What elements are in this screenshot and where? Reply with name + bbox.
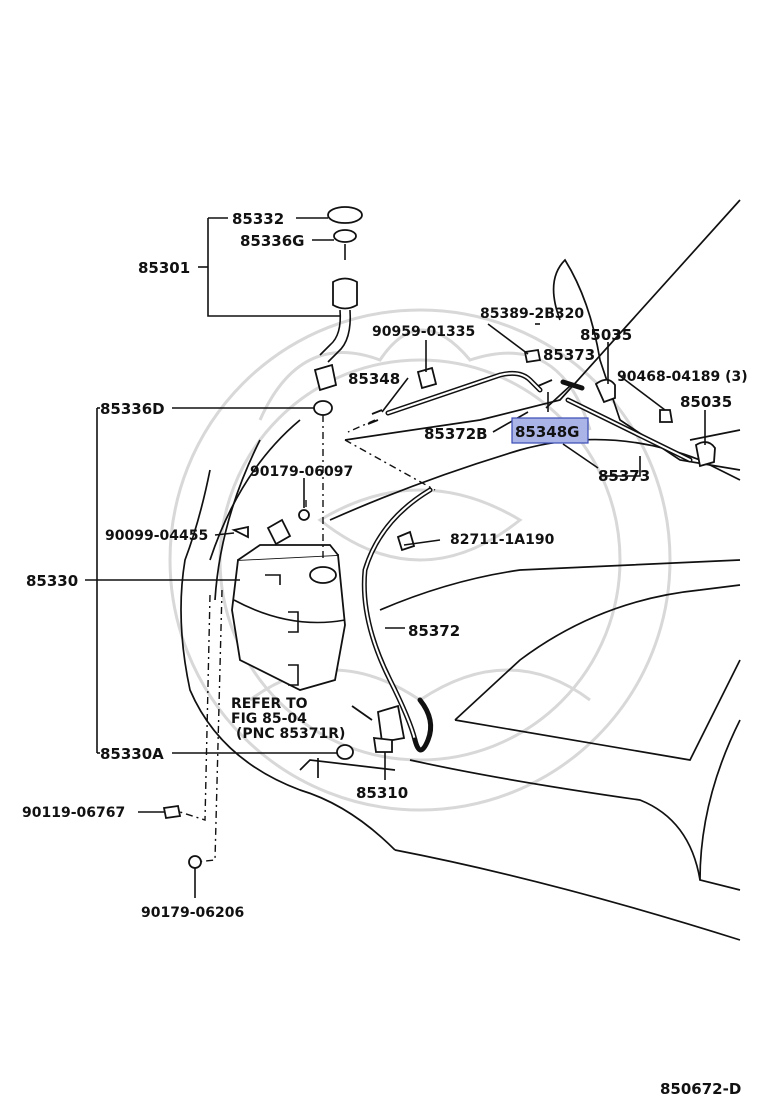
label-85330[interactable]: 85330	[26, 572, 78, 590]
routing-dashes	[179, 415, 436, 863]
label-82711-1A190[interactable]: 82711-1A190	[450, 532, 555, 548]
car-body-outline	[180, 199, 741, 941]
ref-text-line1: REFER TO	[231, 696, 308, 712]
label-85336D[interactable]: 85336D	[100, 400, 165, 418]
small-parts	[162, 348, 716, 869]
label-85389-2B320[interactable]: 85389-2B320	[480, 306, 584, 322]
label-85373-lower[interactable]: 85373	[598, 467, 650, 485]
label-85372B[interactable]: 85372B	[424, 425, 488, 443]
label-85373-upper[interactable]: 85373	[543, 346, 595, 364]
watermark-emblem	[168, 308, 672, 812]
hoses	[361, 370, 693, 753]
filler-neck	[313, 206, 363, 392]
label-90179-06097[interactable]: 90179-06097	[250, 464, 353, 480]
label-85348G[interactable]: 85348G	[515, 423, 580, 441]
label-85035-lower[interactable]: 85035	[680, 393, 732, 411]
label-85310[interactable]: 85310	[356, 784, 408, 802]
label-90179-06206[interactable]: 90179-06206	[141, 905, 244, 921]
group-bracket-85301	[198, 217, 340, 317]
highlight-box-85348G	[511, 417, 589, 444]
washer-tank	[231, 544, 346, 691]
label-90468-04189[interactable]: 90468-04189 (3)	[617, 369, 748, 385]
label-90959-01335[interactable]: 90959-01335	[372, 324, 475, 340]
diagram-id: 850672-D	[660, 1080, 741, 1098]
label-85301[interactable]: 85301	[138, 259, 190, 277]
label-85035-upper[interactable]: 85035	[580, 326, 632, 344]
label-85332[interactable]: 85332	[232, 210, 284, 228]
label-85372[interactable]: 85372	[408, 622, 460, 640]
ref-text-line2: FIG 85-04	[231, 711, 307, 727]
ref-text-line3: (PNC 85371R)	[236, 726, 345, 742]
group-bracket-85330	[85, 400, 354, 760]
label-90119-06767[interactable]: 90119-06767	[22, 805, 125, 821]
label-85336G[interactable]: 85336G	[240, 232, 305, 250]
label-85348[interactable]: 85348	[348, 370, 400, 388]
leader-lines	[138, 323, 706, 898]
label-90099-04455[interactable]: 90099-04455	[105, 528, 208, 544]
label-85330A[interactable]: 85330A	[100, 745, 164, 763]
part-labels: 85332 85336G 85301 85389-2B320 90959-013…	[22, 210, 748, 921]
